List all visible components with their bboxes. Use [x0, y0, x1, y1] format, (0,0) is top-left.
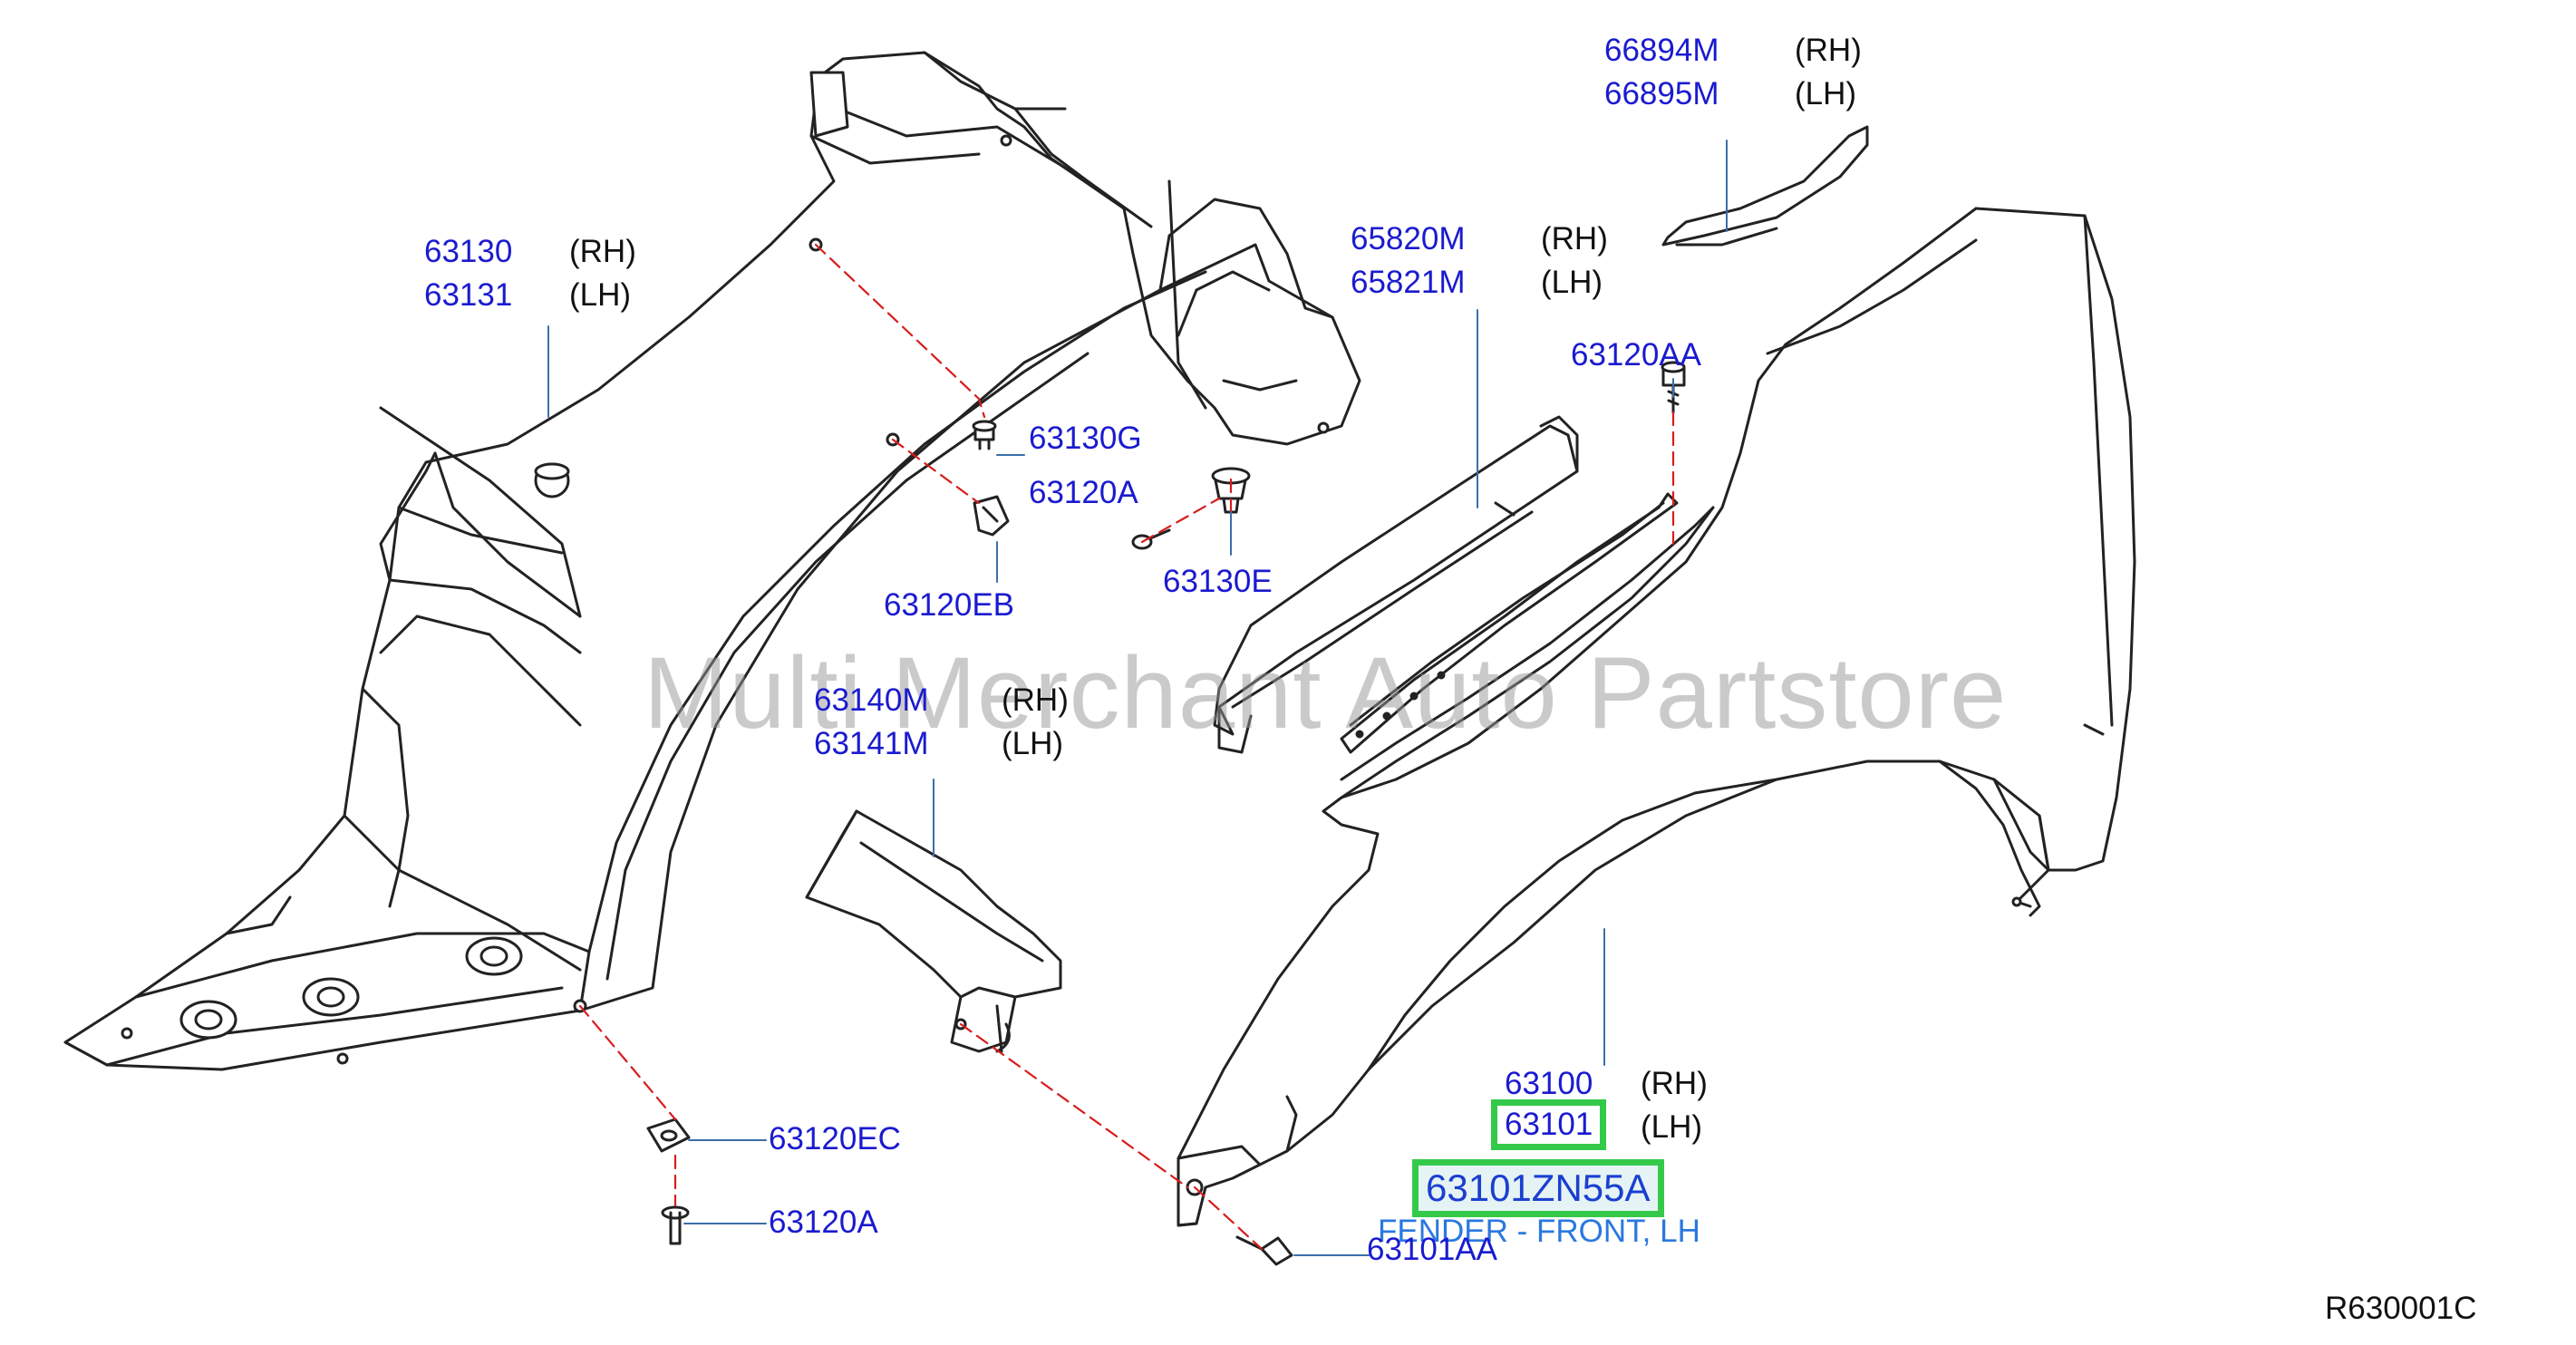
part-label-63120aa[interactable]: 63120AA [1571, 337, 1702, 373]
side-label-rh: (RH) [1002, 682, 1069, 718]
side-label-rh: (RH) [569, 234, 636, 269]
side-label-lh: (LH) [1795, 76, 1857, 111]
part-label-63120a-bottom[interactable]: 63120A [769, 1205, 878, 1240]
side-label-lh: (LH) [1541, 265, 1603, 300]
part-label-63101aa[interactable]: 63101AA [1367, 1232, 1498, 1267]
splash-guard-illustration [805, 809, 1062, 1053]
part-number-63101zn55a-highlighted[interactable]: 63101ZN55A [1412, 1159, 1664, 1217]
part-label-63120ec[interactable]: 63120EC [769, 1121, 901, 1156]
part-label-63140m[interactable]: 63140M [814, 682, 929, 718]
seal-66894m-illustration [1661, 125, 1869, 247]
part-label-63101-highlighted[interactable]: 63101 [1491, 1099, 1607, 1150]
dashed-assembly-lines [578, 243, 1675, 1251]
part-label-63130[interactable]: 63130 [424, 234, 513, 269]
leader-lines [547, 140, 1728, 1256]
part-label-63130e[interactable]: 63130E [1163, 564, 1273, 599]
part-label-66894m[interactable]: 66894M [1604, 33, 1719, 68]
part-label-65820m[interactable]: 65820M [1351, 221, 1466, 256]
part-description: FENDER - FRONT, LH [1378, 1214, 1700, 1249]
side-label-lh: (LH) [569, 277, 632, 313]
fender-liner-illustration [63, 51, 1361, 1071]
side-label-rh: (RH) [1541, 221, 1608, 256]
side-label-lh: (LH) [1641, 1109, 1703, 1145]
part-label-63100[interactable]: 63100 [1505, 1066, 1593, 1101]
side-label-rh: (RH) [1641, 1066, 1708, 1101]
part-label-63141m[interactable]: 63141M [814, 726, 929, 761]
fender-illustration [1177, 207, 2136, 1227]
part-label-63120eb[interactable]: 63120EB [884, 587, 1015, 623]
part-label-63131[interactable]: 63131 [424, 277, 513, 313]
part-label-63130g[interactable]: 63130G [1029, 421, 1142, 456]
side-label-lh: (LH) [1002, 726, 1064, 761]
part-label-66895m[interactable]: 66895M [1604, 76, 1719, 111]
seal-65820m-illustration [1213, 415, 1579, 754]
watermark: Multi Merchant Auto Partstore [644, 636, 2008, 750]
part-label-63120a[interactable]: 63120A [1029, 475, 1138, 510]
side-label-rh: (RH) [1795, 33, 1862, 68]
diagram-reference: R630001C [2325, 1291, 2477, 1326]
part-label-65821m[interactable]: 65821M [1351, 265, 1466, 300]
